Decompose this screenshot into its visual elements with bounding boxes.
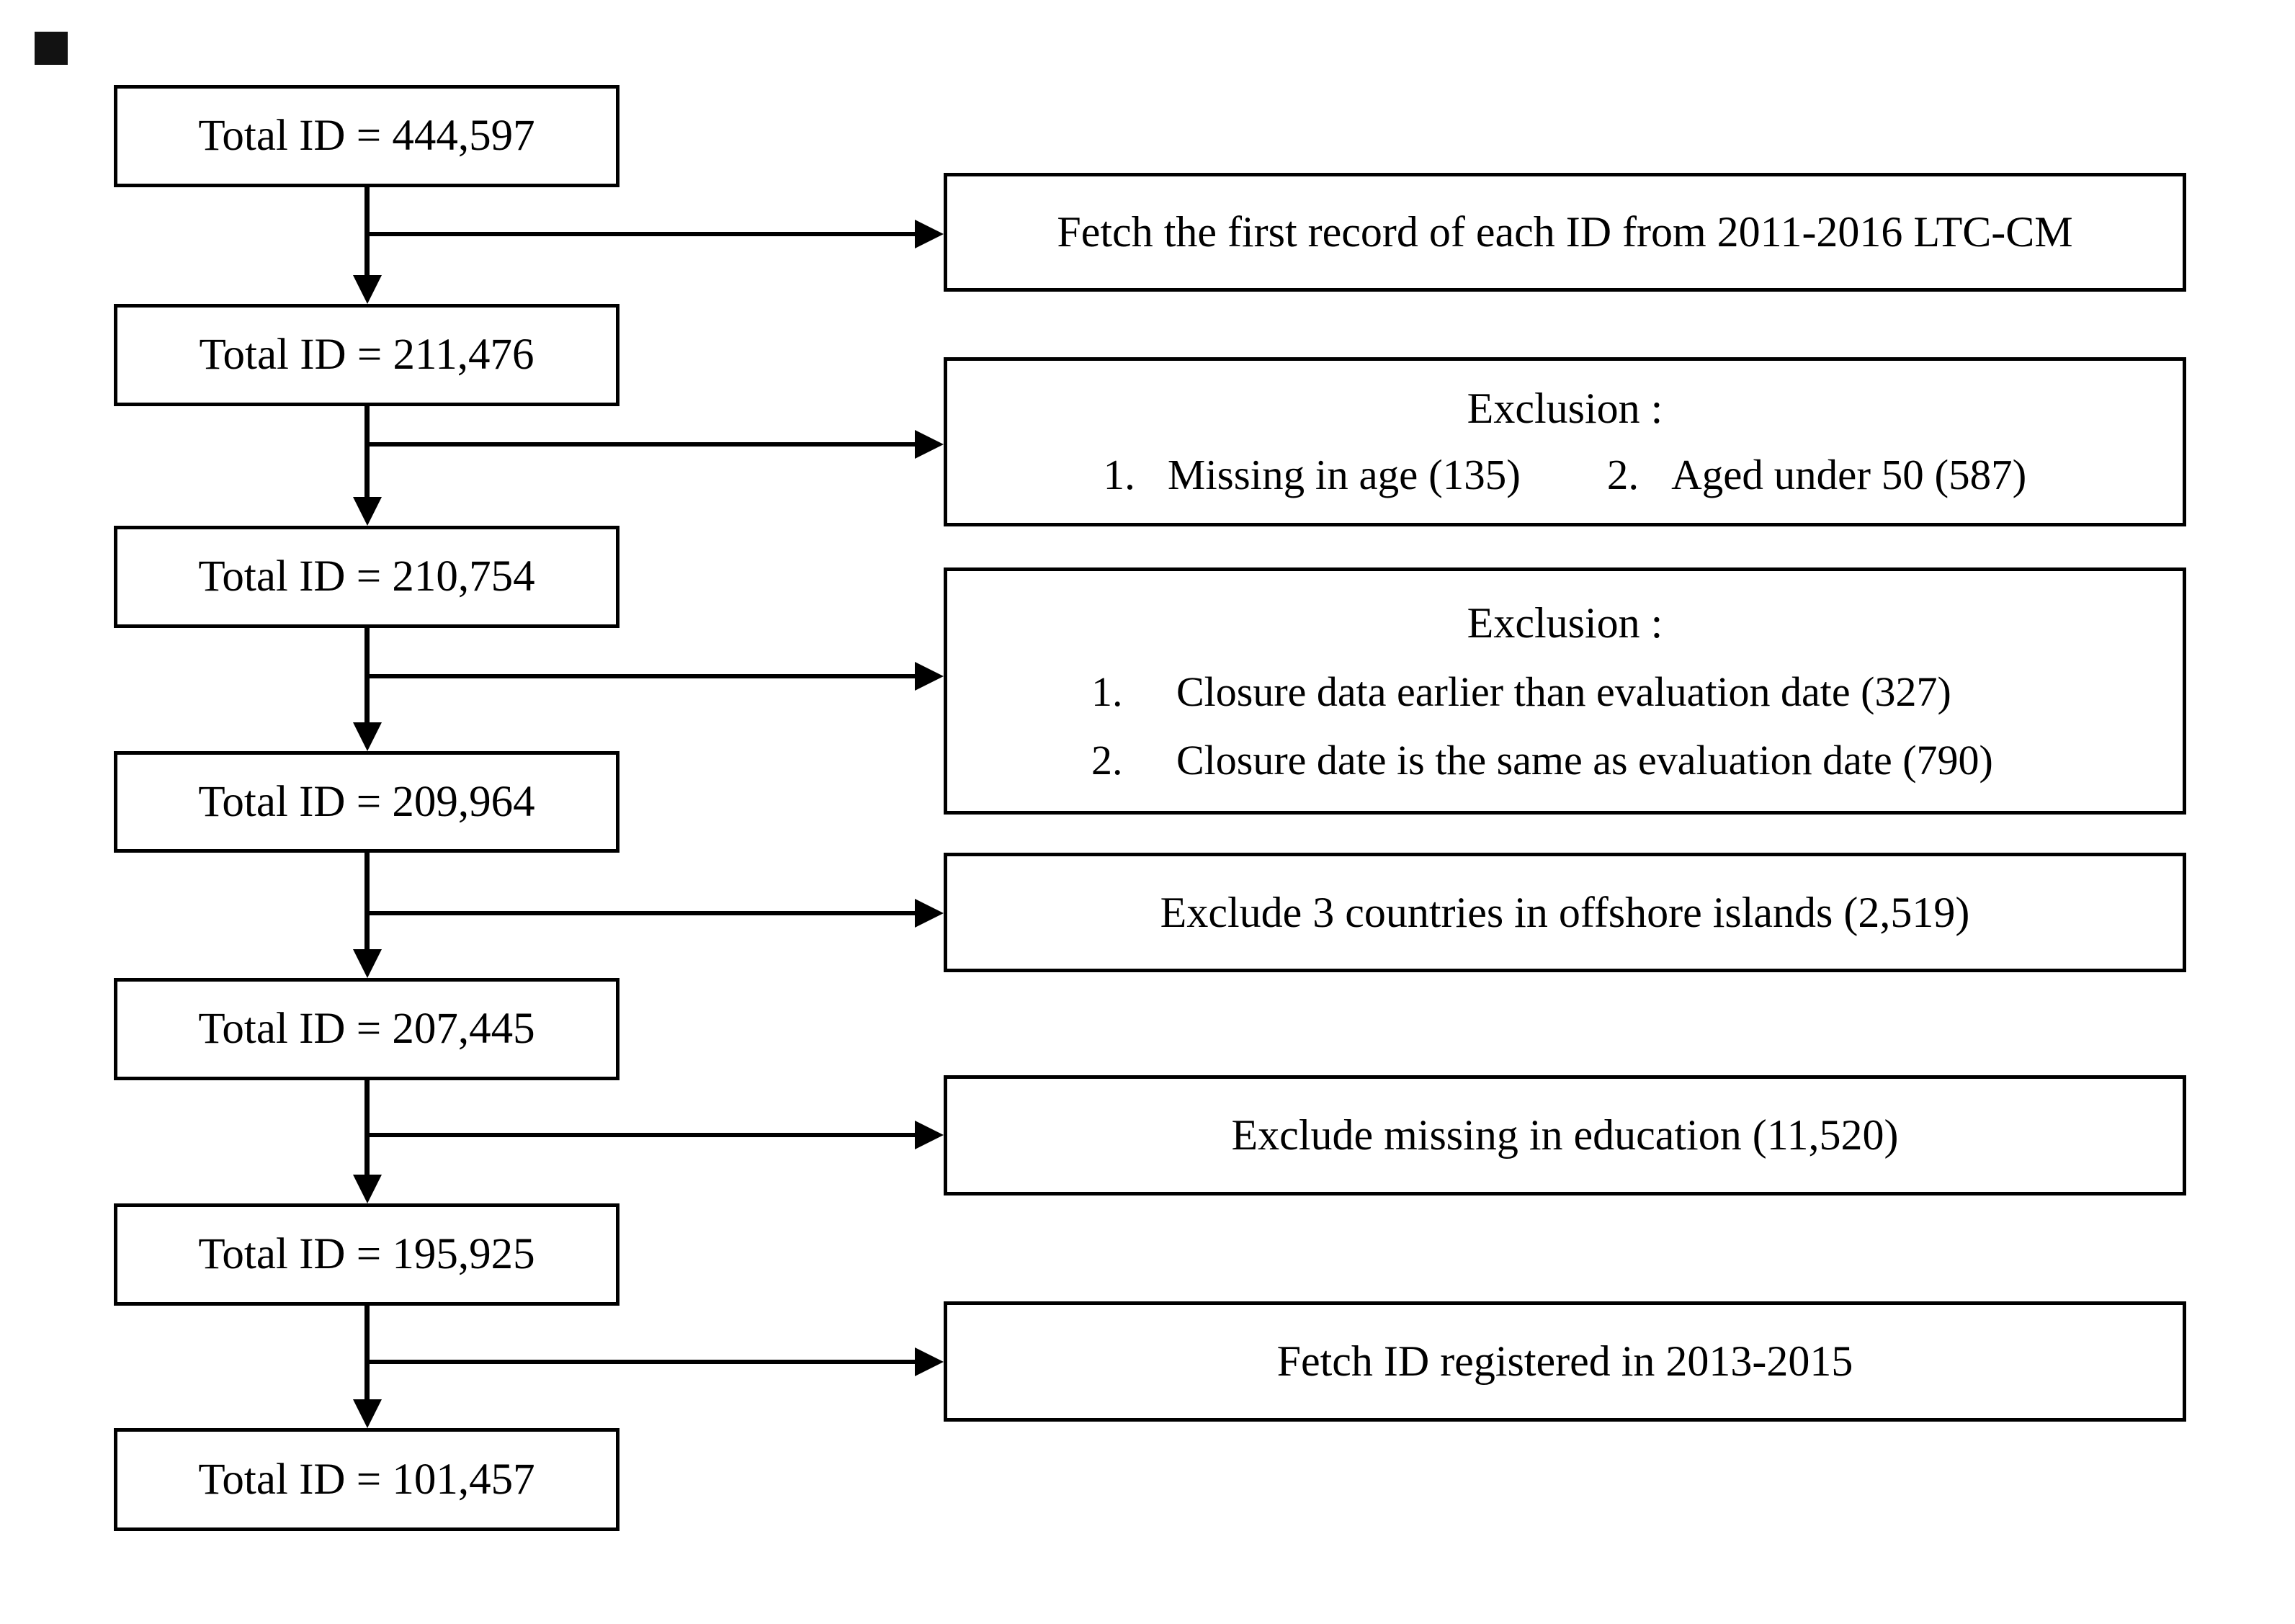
total-id-label-2: Total ID = 211,476: [199, 331, 534, 379]
connector-right-2: [364, 442, 919, 447]
total-id-label-3: Total ID = 210,754: [198, 552, 535, 601]
total-id-box-1: Total ID = 444,597: [114, 85, 619, 187]
connector-down-4: [364, 853, 370, 954]
arrowhead-down-icon: [353, 722, 382, 751]
item-number: 2.: [1606, 450, 1639, 498]
connector-right-6: [364, 1360, 919, 1364]
fetch-registered-box: Fetch ID registered in 2013-2015: [944, 1301, 2186, 1422]
fetch-registered-label: Fetch ID registered in 2013-2015: [1276, 1337, 1853, 1385]
total-id-label-6: Total ID = 195,925: [198, 1230, 535, 1278]
corner-artifact-mark: [35, 32, 68, 65]
connector-right-5: [364, 1133, 919, 1137]
exclusion-item-2: 2. Closure date is the same as evaluatio…: [947, 736, 2183, 784]
arrowhead-down-icon: [353, 275, 382, 304]
arrowhead-right-icon: [915, 662, 944, 691]
item-text: Closure date is the same as evaluation d…: [1176, 736, 1993, 784]
total-id-box-2: Total ID = 211,476: [114, 304, 619, 406]
total-id-label-7: Total ID = 101,457: [198, 1455, 535, 1504]
total-id-box-4: Total ID = 209,964: [114, 751, 619, 853]
connector-down-2: [364, 406, 370, 500]
exclusion-age-box: Exclusion : 1. Missing in age (135) 2. A…: [944, 357, 2186, 526]
connector-down-6: [364, 1306, 370, 1404]
exclusion-item-1: 1. Closure data earlier than evaluation …: [947, 668, 2183, 716]
item-number: 1.: [1103, 450, 1135, 498]
total-id-box-6: Total ID = 195,925: [114, 1203, 619, 1306]
connector-right-3: [364, 674, 919, 678]
exclude-education-label: Exclude missing in education (11,520): [1231, 1111, 1899, 1159]
arrowhead-down-icon: [353, 1399, 382, 1428]
item-text: Missing in age (135): [1167, 450, 1521, 498]
arrowhead-right-icon: [915, 1121, 944, 1149]
exclude-offshore-box: Exclude 3 countries in offshore islands …: [944, 853, 2186, 972]
total-id-label-1: Total ID = 444,597: [198, 112, 535, 160]
arrowhead-right-icon: [915, 1347, 944, 1376]
total-id-label-5: Total ID = 207,445: [198, 1005, 535, 1053]
total-id-box-7: Total ID = 101,457: [114, 1428, 619, 1531]
fetch-first-record-label: Fetch the first record of each ID from 2…: [1057, 208, 2073, 256]
arrowhead-down-icon: [353, 949, 382, 978]
total-id-label-4: Total ID = 209,964: [198, 777, 535, 826]
fetch-first-record-box: Fetch the first record of each ID from 2…: [944, 173, 2186, 292]
connector-down-5: [364, 1080, 370, 1179]
connector-right-4: [364, 911, 919, 915]
item-number: 1.: [1091, 668, 1123, 715]
item-text: Aged under 50 (587): [1671, 450, 2027, 498]
connector-right-1: [364, 232, 919, 236]
arrowhead-right-icon: [915, 430, 944, 459]
exclude-offshore-label: Exclude 3 countries in offshore islands …: [1160, 888, 1970, 936]
item-text: Closure data earlier than evaluation dat…: [1176, 668, 1951, 715]
arrowhead-right-icon: [915, 899, 944, 928]
exclusion-closure-box: Exclusion : 1. Closure data earlier than…: [944, 567, 2186, 815]
arrowhead-right-icon: [915, 220, 944, 248]
exclude-education-box: Exclude missing in education (11,520): [944, 1075, 2186, 1195]
total-id-box-3: Total ID = 210,754: [114, 526, 619, 628]
item-number: 2.: [1091, 736, 1123, 784]
arrowhead-down-icon: [353, 497, 382, 526]
total-id-box-5: Total ID = 207,445: [114, 978, 619, 1080]
exclusion-title: Exclusion :: [1467, 385, 1663, 433]
arrowhead-down-icon: [353, 1175, 382, 1203]
exclusion-items-row: 1. Missing in age (135) 2. Aged under 50…: [947, 450, 2183, 500]
exclusion-title: Exclusion :: [1467, 598, 1663, 647]
